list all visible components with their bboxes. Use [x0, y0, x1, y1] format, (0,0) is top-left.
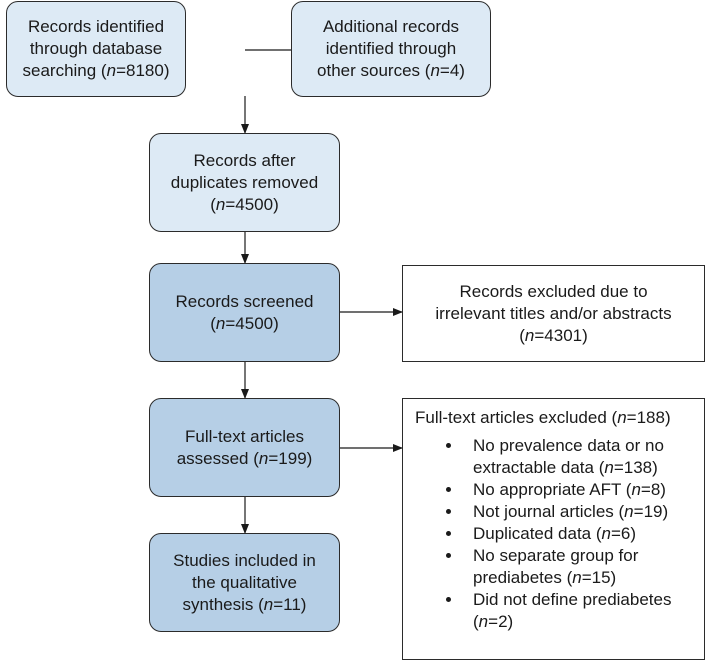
excluded-titles-line1: Records excluded due to	[459, 281, 648, 301]
exclusion-reason: No separate group for prediabetes (n=15)	[463, 545, 692, 589]
after-dup-line1: Records after	[193, 150, 296, 170]
included-line1: Studies included in	[173, 550, 316, 570]
exclusion-reason: No appropriate AFT (n=8)	[463, 479, 692, 501]
fulltext-line1: Full-text articles	[184, 426, 305, 446]
exclusion-reason: Not journal articles (n=19)	[463, 501, 692, 523]
exclusion-reason: Did not define prediabetes (n=2)	[463, 589, 692, 633]
included-line2: the qualitative	[192, 572, 297, 592]
box-studies-included: Studies included in the qualitative synt…	[149, 533, 340, 632]
fulltext-excluded-title: Full-text articles excluded (n=188)	[415, 408, 671, 427]
db-search-line2: through database	[29, 39, 163, 58]
box-database-search: Records identified through database sear…	[6, 1, 186, 97]
box-after-duplicates: Records after duplicates removed (n=4500…	[149, 133, 340, 232]
other-sources-line1: Additional records	[322, 17, 460, 36]
screened-line1: Records screened	[175, 291, 314, 311]
exclusion-reasons-list: No prevalence data or no extractable dat…	[415, 435, 692, 633]
db-search-line1: Records identified	[27, 17, 165, 36]
other-sources-line2: identified through	[325, 39, 457, 58]
box-fulltext-assessed: Full-text articles assessed (n=199)	[149, 398, 340, 497]
after-dup-line2: duplicates removed	[170, 172, 319, 192]
exclusion-reason: No prevalence data or no extractable dat…	[463, 435, 692, 479]
box-other-sources: Additional records identified through ot…	[291, 1, 491, 97]
box-records-screened: Records screened (n=4500)	[149, 263, 340, 362]
box-excluded-titles: Records excluded due to irrelevant title…	[402, 265, 705, 362]
box-fulltext-excluded: Full-text articles excluded (n=188) No p…	[402, 398, 705, 660]
excluded-titles-line2: irrelevant titles and/or abstracts	[435, 303, 672, 323]
exclusion-reason: Duplicated data (n=6)	[463, 523, 692, 545]
